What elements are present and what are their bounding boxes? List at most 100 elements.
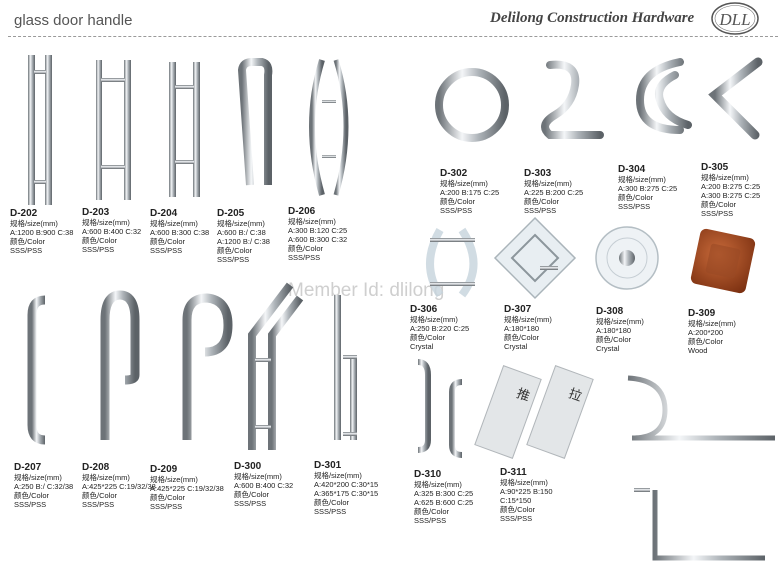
product-spec-line: A:180*180 [596,326,632,335]
product-spec-line: 规格/size(mm) [288,217,336,226]
product-spec-line: 颜色/Color [410,333,446,342]
product-code: D-208 [82,462,110,473]
product-spec-line: A:600 B:300 C:32 [288,235,348,244]
d306-handle-image [426,227,478,298]
product-spec-line: Crystal [596,344,620,353]
product-spec-line: A:365*175 C:30*15 [314,489,379,498]
d207-handle-image [27,295,46,445]
product-spec-line: 规格/size(mm) [14,473,62,482]
pull-plate-label: 拉 [566,386,583,405]
logo-text: DLL [718,10,750,29]
header-divider [8,36,778,37]
product-spec-line: 规格/size(mm) [688,319,736,328]
product-spec-line: A:600 B:400 C:32 [234,481,294,490]
product-code: D-305 [701,162,729,173]
product-spec-line: A:625 B:600 C:25 [414,498,474,507]
product-spec-line: 规格/size(mm) [150,475,198,484]
product-spec-line: SSS/PSS [150,246,183,255]
d209-handle-image [182,293,233,440]
product-code: D-300 [234,461,262,472]
product-spec-line: SSS/PSS [618,202,651,211]
product-spec-line: 颜色/Color [14,491,50,500]
product-spec-line: 颜色/Color [500,505,536,514]
product-code: D-309 [688,308,716,319]
product-spec-line: 规格/size(mm) [82,473,130,482]
product-spec-line: A:250 B:/ C:32/38 [14,482,74,491]
product-spec-line: A:600 B:300 C:38 [150,228,210,237]
d305-handle-image [708,57,763,140]
product-spec-line: 规格/size(mm) [10,219,58,228]
product-spec-line: A:1200 B:/ C:38 [217,237,270,246]
l-bar-image [634,488,765,561]
d303-handle-image [541,60,604,139]
product-spec-line: 规格/size(mm) [596,317,644,326]
product-spec-line: 颜色/Color [414,507,450,516]
product-spec-line: 规格/size(mm) [440,179,488,188]
product-spec-line: A:200*200 [688,328,724,337]
product-spec-line: 颜色/Color [150,493,186,502]
brand-logo: DLL [710,2,760,35]
product-spec-line: A:200 B:275 C:25 [701,182,761,191]
d301-handle-image [334,295,357,440]
product-spec-line: A:180*180 [504,324,540,333]
d205-handle-image [237,58,273,186]
product-spec-line: 规格/size(mm) [414,480,462,489]
product-code: D-203 [82,207,110,218]
product-spec-line: 颜色/Color [217,246,253,255]
product-spec-line: SSS/PSS [701,209,734,218]
page-title: glass door handle [14,12,133,29]
product-spec-line: Crystal [504,342,528,351]
product-spec-line: Wood [688,346,708,355]
product-spec-line: 颜色/Color [440,197,476,206]
product-code: D-204 [150,208,178,219]
d310-handle-image [417,359,463,458]
d208-handle-image [100,290,140,440]
product-code: D-206 [288,206,316,217]
push-plate-label: 推 [514,386,531,405]
product-spec-line: 颜色/Color [288,244,324,253]
product-spec-line: Crystal [410,342,434,351]
product-spec-line: A:225 B:200 C:25 [524,188,584,197]
product-spec-line: A:600 B:/ C:38 [217,228,266,237]
product-spec-line: 规格/size(mm) [234,472,282,481]
d307-handle-image [493,216,577,300]
watermark: Member Id: dlilong [288,280,445,301]
product-spec-line: A:300 B:275 C:25 [618,184,678,193]
d309-handle-image [690,228,756,294]
product-spec-line: 颜色/Color [150,237,186,246]
product-spec-line: 颜色/Color [701,200,737,209]
product-spec-line: 颜色/Color [314,498,350,507]
product-spec-line: A:425*225 C:19/32/38 [150,484,224,493]
product-spec-line: 颜色/Color [82,491,118,500]
brand-name: Delilong Construction Hardware [490,10,695,26]
d204-handle-image [169,62,200,197]
product-spec-line: SSS/PSS [414,516,447,525]
product-spec-line: 颜色/Color [618,193,654,202]
product-spec-line: SSS/PSS [82,245,115,254]
product-spec-line: SSS/PSS [314,507,347,516]
product-code: D-202 [10,208,38,219]
product-spec-line: A:600 B:400 C:32 [82,227,142,236]
d203-handle-image [96,60,131,200]
product-spec-line: C:15*150 [500,496,532,505]
product-code: D-301 [314,460,342,471]
product-spec-line: SSS/PSS [288,253,321,262]
product-code: D-307 [504,304,532,315]
product-spec-line: 颜色/Color [10,237,46,246]
product-code: D-209 [150,464,178,475]
product-spec-line: 颜色/Color [524,197,560,206]
